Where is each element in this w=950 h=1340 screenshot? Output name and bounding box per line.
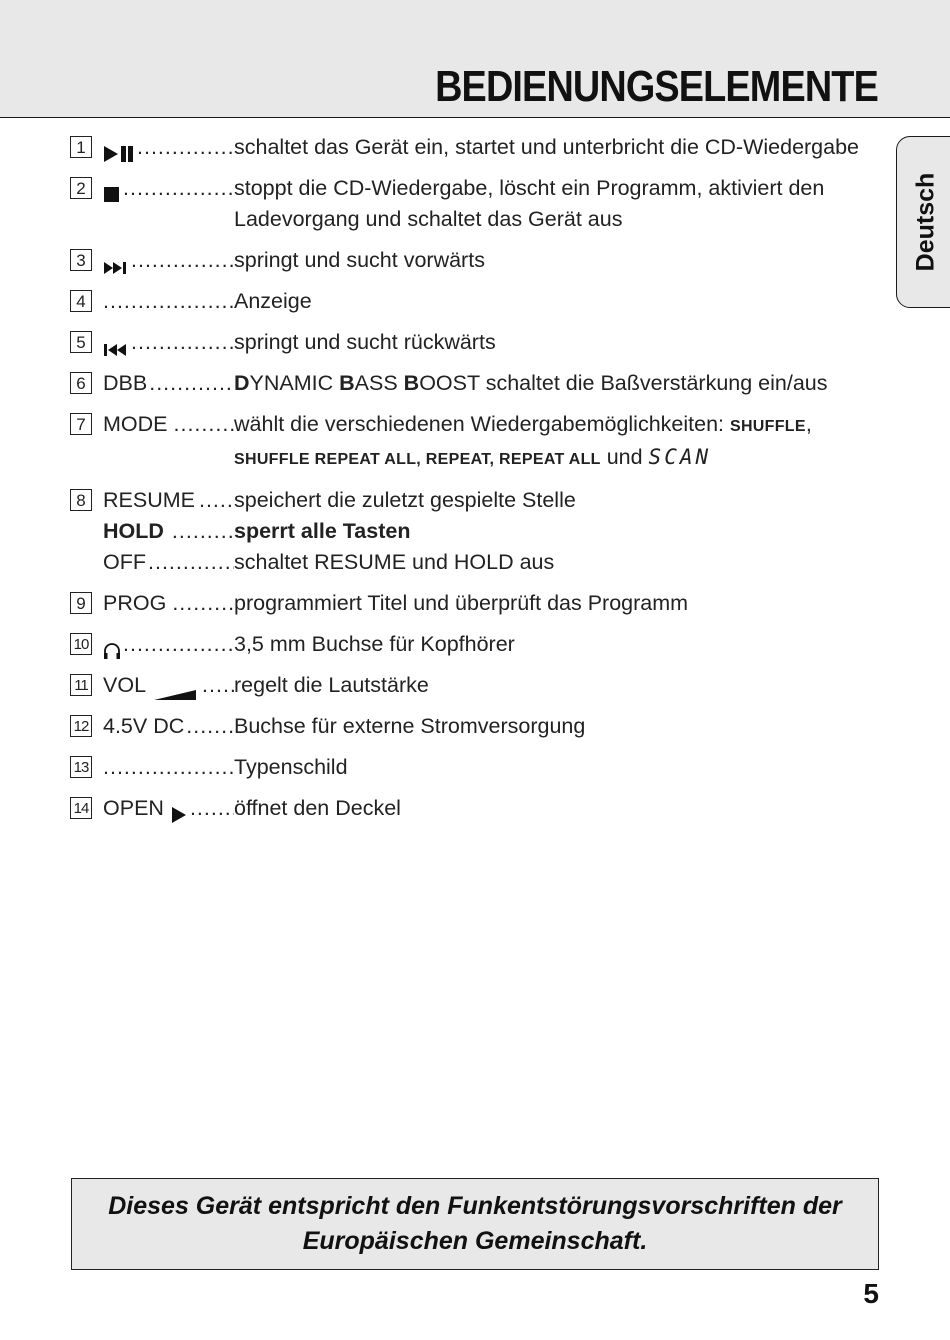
- controls-list: 1 schaltet das Gerät ein, startet und un…: [70, 132, 870, 824]
- item-label: [103, 327, 234, 358]
- item-label: OFF: [103, 547, 234, 578]
- item-description: stoppt die CD-Wiedergabe, löscht ein Pro…: [234, 176, 825, 231]
- item-number: 11: [70, 674, 92, 696]
- notice-line-1: Dieses Gerät entspricht den Funkentstöru…: [108, 1192, 842, 1220]
- item-description: öffnet den Deckel: [234, 796, 401, 820]
- page-number: 5: [863, 1278, 879, 1309]
- item-description: wählt die verschiedenen Wiedergabemöglic…: [234, 412, 812, 469]
- control-item-7: 7 MODE wählt die verschiedenen Wiedergab…: [70, 409, 870, 475]
- page-title: BEDIENUNGSELEMENTE: [435, 62, 879, 111]
- item-description: schaltet RESUME und HOLD aus: [234, 550, 555, 574]
- play-pause-icon: [104, 146, 133, 162]
- control-item-5: 5 springt und sucht rückwärts: [70, 327, 870, 358]
- item-number: 10: [70, 633, 92, 655]
- mode-repeat-all: REPEAT ALL: [499, 451, 601, 468]
- item-label: [103, 286, 234, 317]
- open-arrow-icon: [171, 807, 186, 823]
- control-item-9: 9 PROG programmiert Titel und überprüft …: [70, 588, 870, 619]
- item-label: [103, 173, 234, 204]
- item-label: RESUME: [103, 485, 234, 516]
- item-label: PROG: [103, 588, 234, 619]
- item-description: Typenschild: [234, 755, 348, 779]
- header-band: BEDIENUNGSELEMENTE: [0, 0, 950, 118]
- control-item-12: 12 4.5V DC Buchse für externe Stromverso…: [70, 711, 870, 742]
- item-number: 8: [70, 489, 92, 511]
- item-label: [103, 629, 234, 660]
- control-item-4: 4 Anzeige: [70, 286, 870, 317]
- control-item-13: 13 Typenschild: [70, 752, 870, 783]
- control-item-2: 2 stoppt die CD-Wiedergabe, löscht ein P…: [70, 173, 870, 235]
- mode-shuffle: SHUFFLE: [729, 418, 806, 435]
- control-item-6: 6 DBB DYNAMIC BASS BOOST schaltet die Ba…: [70, 368, 870, 399]
- mode-repeat: REPEAT: [425, 451, 490, 468]
- control-item-1: 1 schaltet das Gerät ein, startet und un…: [70, 132, 870, 163]
- item-label: 4.5V DC: [103, 711, 234, 742]
- item-description: DYNAMIC BASS BOOST schaltet die Baßverst…: [234, 371, 828, 395]
- item-number: 7: [70, 413, 92, 435]
- item-description: 3,5 mm Buchse für Kopfhörer: [234, 632, 515, 656]
- item-description: springt und sucht vorwärts: [234, 248, 485, 272]
- item-description: programmiert Titel und überprüft das Pro…: [234, 591, 689, 615]
- control-item-8: 8 RESUME speichert die zuletzt gespielte…: [70, 485, 870, 516]
- language-tab-label: Deutsch: [911, 172, 940, 272]
- mode-shuffle-repeat-all: SHUFFLE REPEAT ALL: [234, 451, 417, 468]
- item-label: HOLD: [103, 516, 234, 547]
- item-number: 13: [70, 756, 92, 778]
- lcd-scan-text: SCAN: [648, 445, 712, 469]
- control-item-11: 11 VOL regelt die Lautstärke: [70, 670, 870, 701]
- item-label: VOL: [103, 670, 234, 701]
- volume-wedge-icon: [154, 690, 197, 700]
- item-number: 9: [70, 592, 92, 614]
- notice-line-2: Europäischen Gemeinschaft.: [302, 1227, 648, 1255]
- headphones-icon: [104, 643, 120, 659]
- item-number: 2: [70, 177, 92, 199]
- item-number: 4: [70, 290, 92, 312]
- control-item-10: 10 3,5 mm Buchse für Kopfhörer: [70, 629, 870, 660]
- item-label: [103, 752, 234, 783]
- skip-forward-icon: [104, 262, 126, 274]
- stop-icon: [104, 187, 119, 202]
- item-number: 14: [70, 797, 92, 819]
- item-description: Buchse für externe Stromversorgung: [234, 714, 586, 738]
- item-label: MODE: [103, 409, 234, 440]
- language-tab: Deutsch: [896, 136, 950, 308]
- item-number: 12: [70, 715, 92, 737]
- control-item-8-hold: HOLD sperrt alle Tasten: [70, 516, 870, 547]
- item-number: 3: [70, 249, 92, 271]
- item-label: DBB: [103, 368, 234, 399]
- item-label: OPEN: [103, 793, 234, 824]
- item-number: 5: [70, 331, 92, 353]
- skip-back-icon: [104, 344, 126, 356]
- item-description: springt und sucht rückwärts: [234, 330, 496, 354]
- item-label: [103, 132, 234, 163]
- control-item-14: 14 OPEN öffnet den Deckel: [70, 793, 870, 824]
- item-description: Anzeige: [234, 289, 312, 313]
- control-item-3: 3 springt und sucht vorwärts: [70, 245, 870, 276]
- item-description: schaltet das Gerät ein, startet und unte…: [234, 135, 860, 159]
- item-number: 1: [70, 136, 92, 158]
- item-description: regelt die Lautstärke: [234, 673, 429, 697]
- control-item-8-off: OFF schaltet RESUME und HOLD aus: [70, 547, 870, 578]
- item-description: speichert die zuletzt gespielte Stelle: [234, 488, 576, 512]
- conformity-notice: Dieses Gerät entspricht den Funkentstöru…: [71, 1178, 879, 1270]
- item-number: 6: [70, 372, 92, 394]
- item-description: sperrt alle Tasten: [234, 519, 411, 543]
- item-label: [103, 245, 234, 276]
